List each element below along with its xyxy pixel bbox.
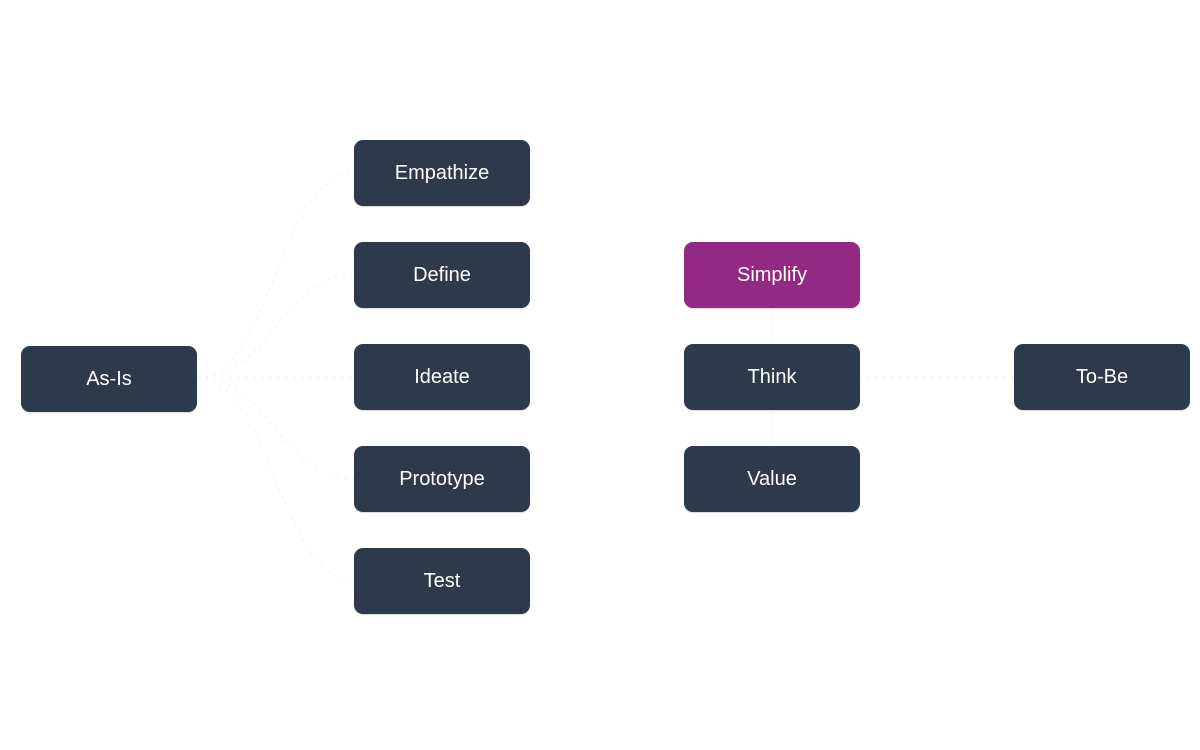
node-define[interactable]: Define <box>354 242 530 308</box>
node-label: As-Is <box>86 367 132 390</box>
node-label: To-Be <box>1075 365 1129 388</box>
node-label: Define <box>413 263 471 286</box>
node-as-is[interactable]: As-Is <box>21 346 197 412</box>
node-empathize[interactable]: Empathize <box>354 140 530 206</box>
node-label: Empathize <box>394 161 490 184</box>
node-to-be[interactable]: To-Be <box>1014 344 1190 410</box>
edge-asis-test <box>196 377 355 582</box>
node-test[interactable]: Test <box>354 548 530 614</box>
node-ideate[interactable]: Ideate <box>354 344 530 410</box>
edge-asis-empathize <box>196 172 355 379</box>
node-label: Prototype <box>399 467 485 490</box>
node-label: Simplify <box>736 263 807 286</box>
node-label: Ideate <box>414 365 470 388</box>
edge-asis-prototype <box>196 377 355 480</box>
node-think[interactable]: Think <box>684 344 860 410</box>
edge-asis-define <box>196 274 355 379</box>
node-prototype[interactable]: Prototype <box>354 446 530 512</box>
edge-asis-ideate <box>196 376 355 379</box>
node-label: Test <box>423 569 461 592</box>
node-value[interactable]: Value <box>684 446 860 512</box>
node-simplify[interactable]: Simplify <box>684 242 860 308</box>
node-label: Value <box>747 467 797 490</box>
node-label: Think <box>747 365 797 388</box>
